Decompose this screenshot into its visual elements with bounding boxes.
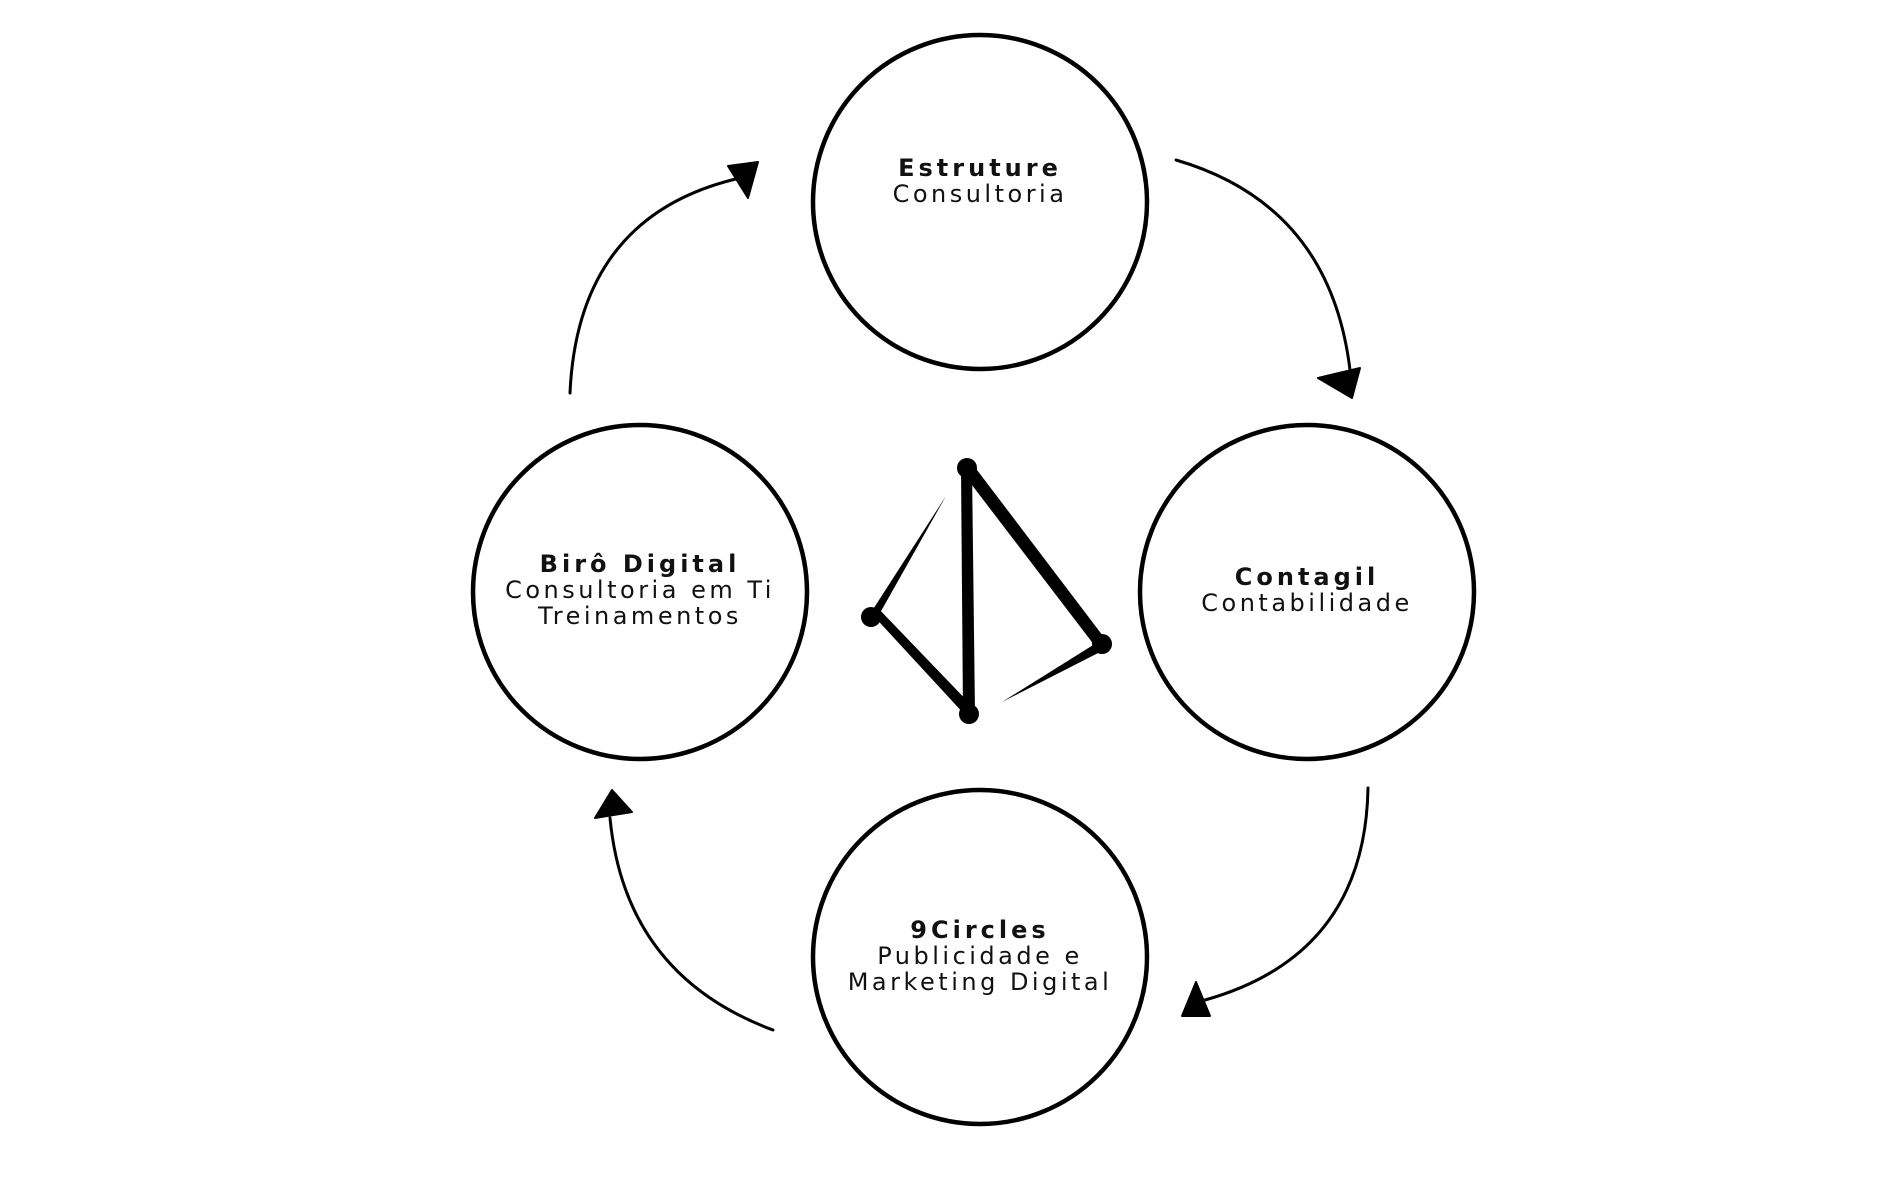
arrow-biro-digital-to-estruture <box>568 161 759 395</box>
node-biro-digital: Birô Digital Consultoria em Ti Treinamen… <box>470 422 810 762</box>
node-9circles-line-1: Publicidade e <box>877 942 1083 970</box>
node-biro-digital-line-2: Treinamentos <box>537 602 742 630</box>
triangle-network-logo-icon <box>861 458 1112 724</box>
cycle-arrows <box>568 158 1370 1032</box>
node-9circles-title: 9Circles <box>910 916 1049 944</box>
arrow-9circles-to-biro-digital <box>594 789 775 1032</box>
node-biro-digital-title: Birô Digital <box>540 550 741 578</box>
node-estruture: Estruture Consultoria <box>810 32 1150 372</box>
node-contagil-line-1: Contabilidade <box>1201 589 1412 617</box>
node-biro-digital-line-1: Consultoria em Ti <box>505 576 775 604</box>
node-estruture-title: Estruture <box>898 154 1062 182</box>
node-estruture-line-1: Consultoria <box>893 180 1068 208</box>
node-contagil-title: Contagil <box>1235 563 1380 591</box>
node-9circles-line-2: Marketing Digital <box>848 968 1113 996</box>
arrow-estruture-to-contagil <box>1174 158 1361 399</box>
node-9circles: 9Circles Publicidade e Marketing Digital <box>810 787 1150 1127</box>
node-contagil: Contagil Contabilidade <box>1137 422 1477 762</box>
arrow-contagil-to-9circles <box>1181 786 1370 1017</box>
